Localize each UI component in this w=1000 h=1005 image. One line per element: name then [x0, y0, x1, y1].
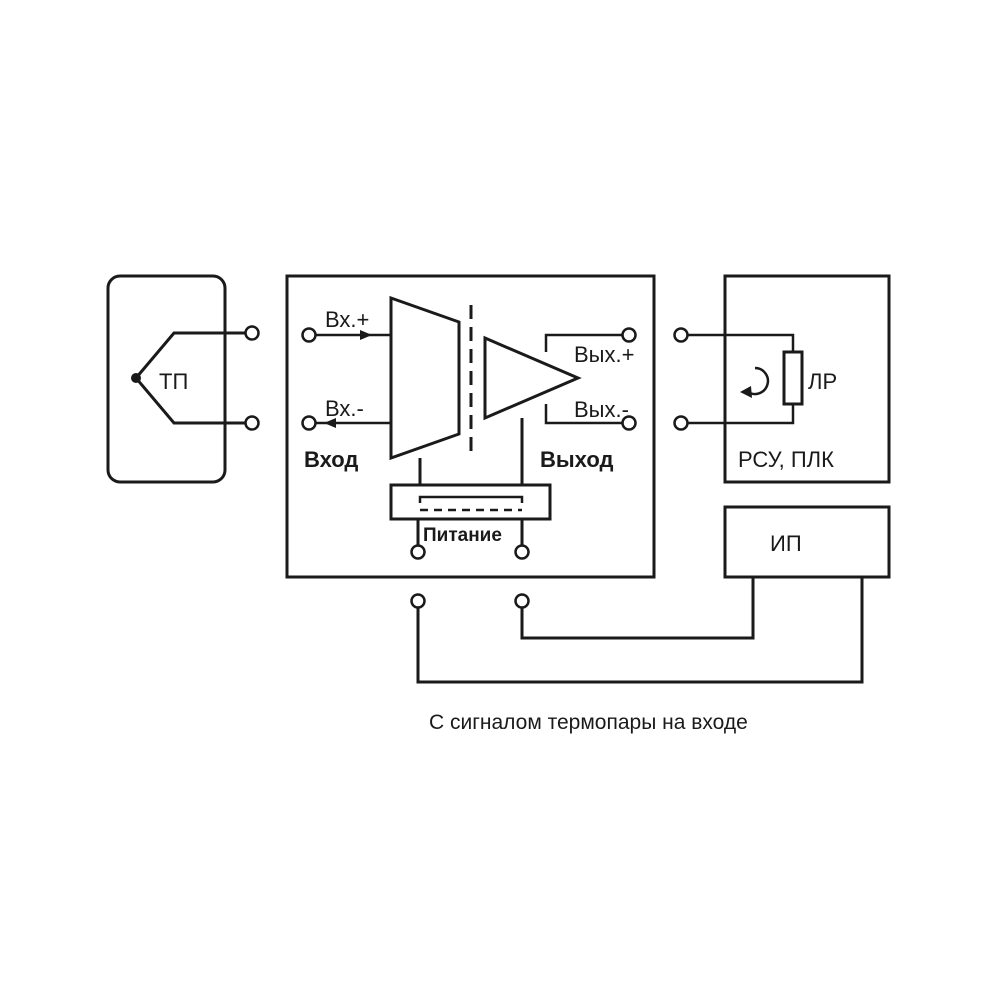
load-terminal-minus [673, 415, 689, 431]
thermocouple-wire-lower [134, 377, 252, 425]
load-wire-upper [688, 333, 795, 352]
external-terminal-right [514, 593, 530, 609]
diagram-caption: С сигналом термопары на входе [429, 711, 748, 734]
input-plus-label: Вх.+ [325, 307, 369, 332]
input-title: Вход [304, 447, 358, 472]
power-supply-label: ИП [770, 531, 802, 556]
output-plus-terminal [621, 327, 637, 343]
power-supply-frame [723, 505, 891, 579]
load-title: РСУ, ПЛК [738, 447, 834, 472]
power-unit-symbol-top [418, 495, 524, 503]
input-minus-label: Вх.- [325, 396, 364, 421]
thermocouple-label: ТП [159, 369, 188, 394]
external-terminal-left [410, 593, 426, 609]
input-minus-arrow [324, 418, 336, 428]
load-block: ЛР РСУ, ПЛК [673, 274, 891, 484]
thermocouple-junction [131, 373, 141, 383]
power-unit [389, 483, 552, 521]
thermocouple-terminal-plus [244, 325, 260, 341]
power-title: Питание [423, 525, 502, 546]
resistor-label: ЛР [808, 369, 837, 394]
converter-module: Вх.+ Вх.- Вых.+ Вых.- Вход Выход Питание [285, 274, 656, 579]
current-loop-arrowhead [740, 386, 752, 398]
output-amplifier [483, 335, 582, 421]
power-terminal-right [514, 544, 530, 560]
current-loop-arrow [747, 366, 770, 396]
output-plus-label: Вых.+ [574, 342, 634, 367]
input-minus-terminal [301, 415, 317, 431]
thermocouple-terminal-minus [244, 415, 260, 431]
output-minus-wire [544, 404, 622, 425]
output-title: Выход [540, 447, 614, 472]
load-wire-lower [688, 404, 795, 425]
output-minus-label: Вых.- [574, 397, 629, 422]
output-minus-terminal [621, 415, 637, 431]
load-resistor [782, 350, 804, 406]
supply-wire-inner [520, 577, 755, 640]
power-supply-block: ИП [410, 505, 891, 684]
output-plus-wire [544, 333, 622, 352]
module-frame [285, 274, 656, 579]
input-plus-terminal [301, 327, 317, 343]
thermocouple-block: ТП [106, 274, 260, 484]
input-amplifier [389, 295, 461, 461]
supply-wire-outer [416, 577, 864, 684]
thermocouple-frame [106, 274, 227, 484]
load-terminal-plus [673, 327, 689, 343]
power-terminal-left [410, 544, 426, 560]
load-frame [723, 274, 891, 484]
thermocouple-wire-upper [134, 331, 252, 379]
input-plus-arrow [360, 330, 372, 340]
